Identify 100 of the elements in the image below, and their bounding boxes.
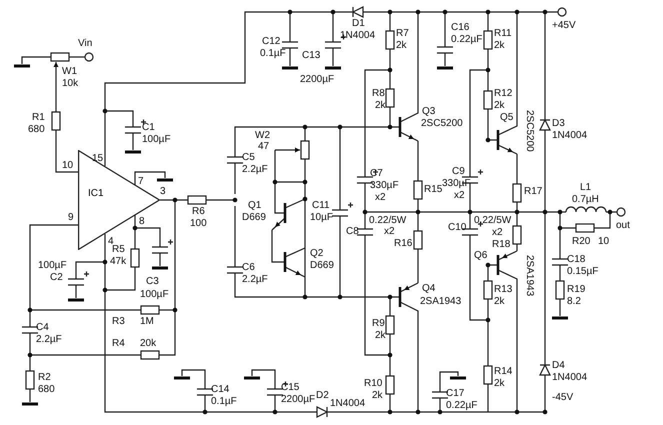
component-label: 2k <box>375 330 386 341</box>
terminal-label: -45V <box>552 392 574 403</box>
component-label: 47k <box>110 256 126 267</box>
component-label: 100µF <box>140 289 169 300</box>
component-label: D1 <box>352 18 365 29</box>
component-label: R19 <box>567 284 586 295</box>
component-label: R20 <box>572 236 590 247</box>
component-label: x2 <box>375 192 386 203</box>
component-label: C4 <box>36 322 49 333</box>
pin-number: 10 <box>62 160 74 171</box>
component-label: R2 <box>38 372 51 383</box>
component-label: 2k <box>375 100 386 111</box>
component-label: 2k <box>494 100 505 111</box>
component-label: D669 <box>310 260 334 271</box>
component-label: x2 <box>492 227 503 238</box>
component-label: 100 <box>190 218 207 229</box>
pin-number: 4 <box>108 236 114 247</box>
pin-number: 9 <box>68 212 74 223</box>
component-label: C8 <box>346 226 359 237</box>
terminal-label: out <box>616 220 630 231</box>
component-label: 10 <box>598 236 610 247</box>
component-label: R6 <box>192 206 205 217</box>
component-label: 2SA1943 <box>524 255 535 296</box>
component-label: R11 <box>494 28 512 39</box>
component-label: C3 <box>146 276 159 287</box>
component-label: R14 <box>494 366 512 377</box>
component-label: 330µF <box>370 180 399 191</box>
component-label: C2 <box>50 272 63 283</box>
component-label: C15 <box>281 382 300 393</box>
component-label: 2.2µF <box>36 334 62 345</box>
component-label: 0.22µF <box>451 34 482 45</box>
component-label: 0.22µF <box>446 400 478 411</box>
component-label: 2k <box>396 40 407 51</box>
component-label: C13 <box>302 50 320 61</box>
component-label: 0.7µH <box>572 194 599 205</box>
component-label: W1 <box>62 66 77 77</box>
component-label: 2k <box>494 378 505 389</box>
component-label: C11 <box>312 200 330 211</box>
component-label: D669 <box>242 212 266 223</box>
component-label: x2 <box>454 190 465 201</box>
component-label: 0.1µF <box>211 396 237 407</box>
component-label: C5 <box>242 152 255 163</box>
component-label: 1N4004 <box>340 30 376 41</box>
pin-number: 3 <box>160 186 166 197</box>
component-label: R15 <box>424 184 442 195</box>
pin-number: 15 <box>92 153 104 164</box>
component-label: R13 <box>494 284 512 295</box>
component-label: C6 <box>242 262 255 273</box>
component-label: R10 <box>364 378 382 389</box>
component-label: 0.1µF <box>260 48 286 59</box>
terminal-label: Vin <box>78 38 92 49</box>
terminal-label: +45V <box>552 20 576 31</box>
component-label: x2 <box>384 226 395 237</box>
component-label: R5 <box>112 244 125 255</box>
component-label: 2SC5200 <box>524 110 535 152</box>
pin-number: 8 <box>139 216 145 227</box>
component-label: 0.15µF <box>567 266 598 277</box>
component-label: D4 <box>552 360 565 371</box>
component-label: W2 <box>255 130 270 141</box>
component-label: C14 <box>211 384 230 395</box>
component-label: C10 <box>448 222 466 233</box>
component-label: C17 <box>446 388 464 399</box>
component-label: 10µF <box>310 212 333 223</box>
component-label: Q3 <box>422 106 436 117</box>
component-label: Q4 <box>422 283 436 294</box>
component-label: 2200µF <box>300 74 334 85</box>
pin-number: 7 <box>138 176 144 187</box>
component-label: Q1 <box>248 200 262 211</box>
component-label: 47 <box>258 141 270 152</box>
component-label: C16 <box>451 22 470 33</box>
component-label: 2k <box>494 40 505 51</box>
component-label: L1 <box>580 182 592 193</box>
component-label: 100µF <box>38 260 67 271</box>
component-label: 1M <box>140 316 154 327</box>
component-label: 2k <box>372 390 383 401</box>
component-label: C9 <box>452 166 465 177</box>
component-label: R1 <box>32 112 45 123</box>
component-label: Q6 <box>474 250 488 261</box>
component-label: R17 <box>524 186 542 197</box>
component-label: 1N4004 <box>330 398 366 409</box>
component-label: R8 <box>372 88 385 99</box>
component-label: R4 <box>112 338 125 349</box>
component-label: C7 <box>370 168 383 179</box>
component-label: 100µF <box>142 134 171 145</box>
component-label: 2k <box>494 296 505 307</box>
component-label: D2 <box>316 390 329 401</box>
component-label: 20k <box>140 338 156 349</box>
component-label: Q2 <box>310 248 324 259</box>
component-label: R7 <box>396 28 409 39</box>
component-label: R16 <box>394 238 412 249</box>
component-label: 2200µF <box>281 394 316 405</box>
component-label: 10k <box>62 78 78 89</box>
component-label: 2.2µF <box>242 164 268 175</box>
component-label: 2SA1943 <box>420 296 462 307</box>
component-label: C18 <box>567 254 586 265</box>
component-label: 2.2µF <box>242 274 268 285</box>
component-label: R18 <box>492 239 510 250</box>
component-label: R9 <box>372 318 385 329</box>
component-label: C1 <box>142 122 155 133</box>
component-label: R3 <box>112 316 125 327</box>
